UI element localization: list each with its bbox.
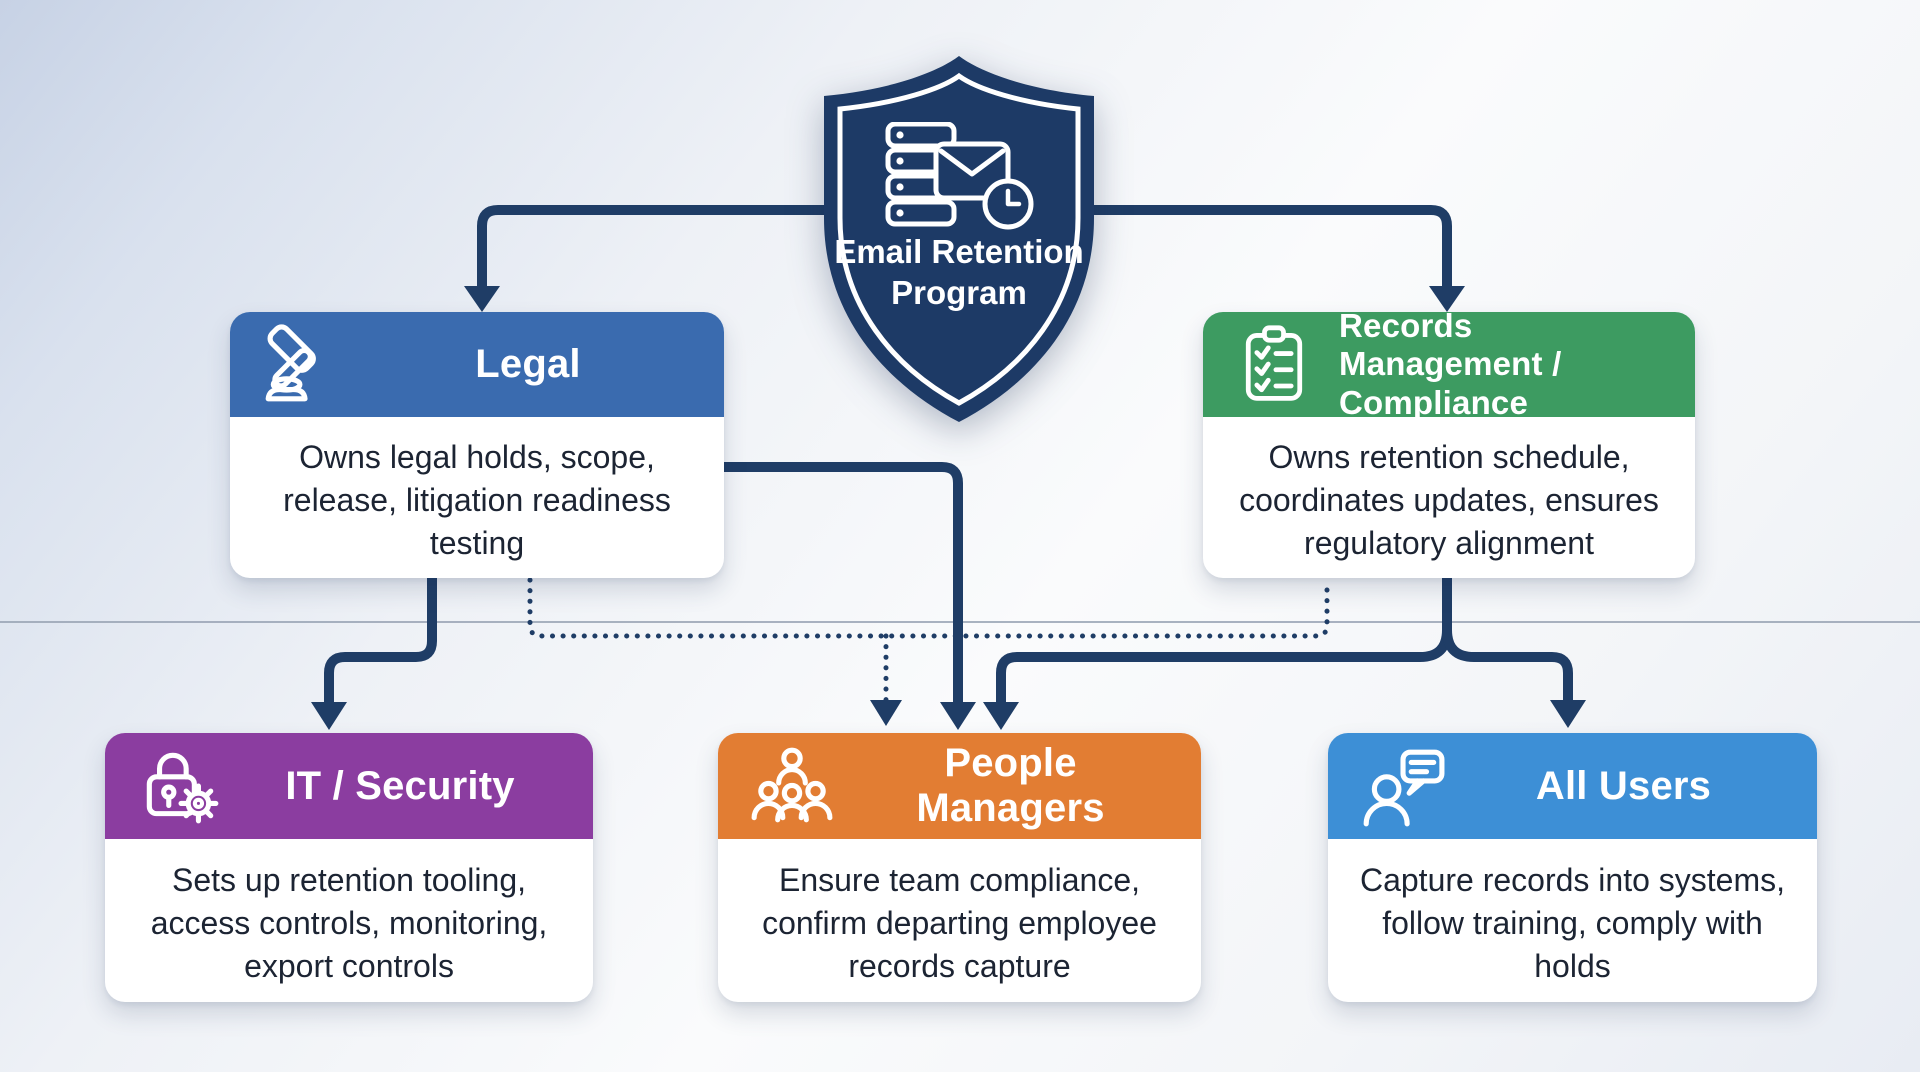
shield-title: Email Retention Program xyxy=(834,233,1084,311)
person-chat-icon xyxy=(1358,742,1446,830)
all-users-node: All Users Capture records into systems, … xyxy=(1328,733,1817,1002)
records-description: Owns retention schedule, coordinates upd… xyxy=(1239,439,1659,561)
shield-inner-outline xyxy=(837,72,1081,406)
arrowhead-it-security xyxy=(311,702,347,730)
arrowhead-people-managers-right xyxy=(983,702,1019,730)
arrowhead-legal xyxy=(464,286,500,312)
it-security-header: IT / Security xyxy=(105,733,593,839)
people-managers-header: People Managers xyxy=(718,733,1201,839)
people-managers-title: People Managers xyxy=(916,741,1105,830)
connector-shield-to-legal xyxy=(477,205,870,288)
legal-title: Legal xyxy=(475,342,581,386)
lock-gear-icon xyxy=(135,742,223,830)
it-security-title: IT / Security xyxy=(285,763,515,808)
dotted-connector-legal-records xyxy=(527,577,1330,639)
gavel-icon xyxy=(260,321,348,409)
people-managers-description: Ensure team compliance, confirm departin… xyxy=(762,862,1157,984)
legal-header: Legal xyxy=(230,312,724,417)
arrowhead-people-managers-center xyxy=(940,702,976,730)
all-users-title: All Users xyxy=(1535,763,1712,808)
records-title: Records Management / Compliance xyxy=(1339,307,1562,421)
it-security-description: Sets up retention tooling, access contro… xyxy=(150,862,548,984)
people-group-icon xyxy=(748,742,836,830)
people-managers-node: People Managers Ensure team compliance, … xyxy=(718,733,1201,1002)
records-header: Records Management / Compliance xyxy=(1203,307,1695,421)
arrowhead-all-users xyxy=(1550,700,1586,728)
records-management-node: Records Management / Compliance Owns ret… xyxy=(1203,307,1695,578)
dotted-arrowhead-people-managers xyxy=(870,700,902,726)
program-shield: Email Retention Program xyxy=(798,50,1120,428)
all-users-description: Capture records into systems, follow tra… xyxy=(1359,862,1786,984)
connector-legal-to-people-managers xyxy=(722,462,963,704)
server-mail-clock-icon xyxy=(885,122,1034,230)
legal-description: Owns legal holds, scope, release, litiga… xyxy=(283,439,671,561)
all-users-header: All Users xyxy=(1328,733,1817,839)
connector-legal-to-it xyxy=(324,576,437,704)
connector-records-to-people-managers xyxy=(996,576,1452,704)
arrowhead-records xyxy=(1429,286,1465,312)
connector-records-to-all-users xyxy=(1442,576,1573,702)
it-security-node: IT / Security Sets up retention tooling,… xyxy=(105,733,593,1002)
connector-shield-to-records xyxy=(1050,205,1452,288)
clipboard-checklist-icon xyxy=(1233,324,1315,406)
legal-node: Legal Owns legal holds, scope, release, … xyxy=(230,312,724,578)
